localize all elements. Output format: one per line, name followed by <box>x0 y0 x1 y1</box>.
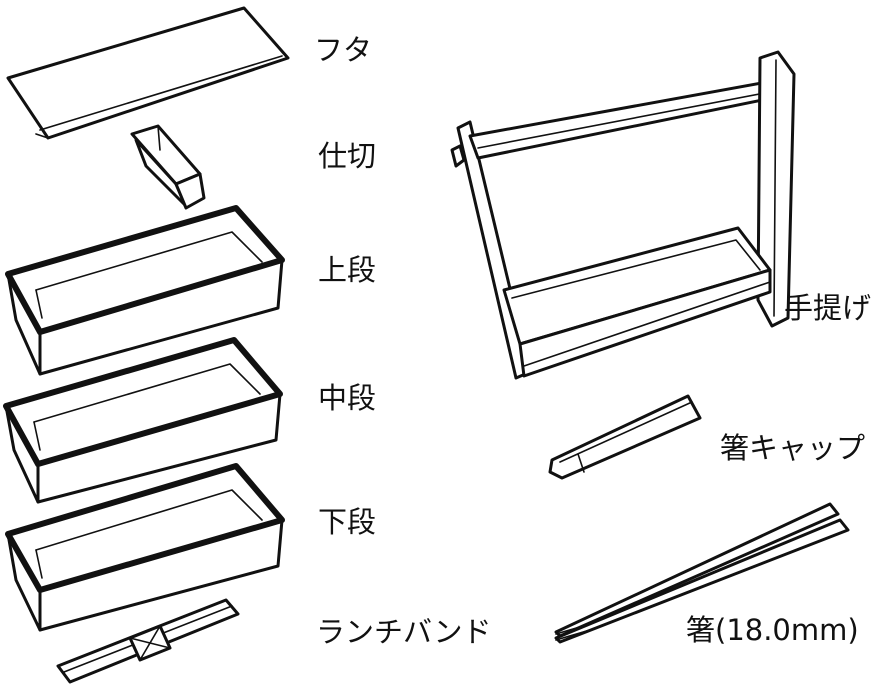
lid-drawing <box>6 6 290 140</box>
chopstick-cap-drawing <box>548 394 702 480</box>
label-chopstick-cap: 箸キャップ <box>720 431 866 465</box>
lower-tier-drawing <box>5 463 285 632</box>
divider-drawing <box>130 124 206 210</box>
lunch-band-drawing <box>56 598 240 684</box>
chopsticks-drawing <box>554 502 850 644</box>
label-lid: フタ <box>314 33 373 67</box>
upper-tier-drawing <box>5 205 285 376</box>
label-middle-tier: 中段 <box>318 381 377 415</box>
label-lower-tier: 下段 <box>318 505 377 539</box>
handle-drawing <box>450 50 796 380</box>
label-handle: 手提げ <box>784 291 872 325</box>
label-upper-tier: 上段 <box>318 253 377 287</box>
label-lunch-band: ランチバンド <box>316 615 492 649</box>
label-divider: 仕切 <box>318 139 377 173</box>
label-chopsticks: 箸(18.0mm) <box>686 613 859 647</box>
middle-tier-drawing <box>3 337 283 504</box>
